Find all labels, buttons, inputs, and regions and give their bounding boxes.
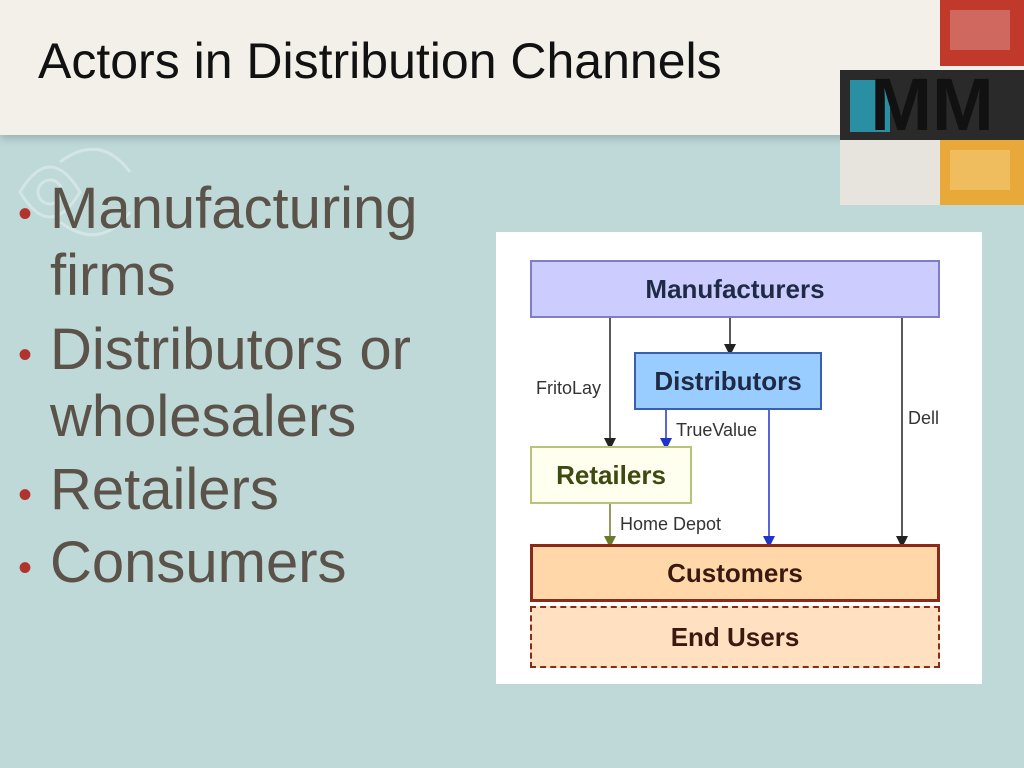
fritolay-label: FritoLay [536, 378, 602, 398]
truevalue-label: TrueValue [676, 420, 758, 440]
bullet-item: • Manufacturing firms [14, 175, 484, 310]
home-depot-label: Home Depot [620, 514, 722, 534]
end-users-box: End Users [530, 606, 940, 668]
customers-box: Customers [530, 544, 940, 602]
bullet-icon: • [18, 546, 33, 591]
manufacturers-box: Manufacturers [530, 260, 940, 318]
bullet-item: • Retailers [14, 456, 484, 523]
bullet-list: • Manufacturing firms • Distributors or … [14, 175, 484, 603]
distribution-diagram: Manufacturers Distributors Retailers Cus… [496, 232, 982, 684]
mm-logo: MM [840, 0, 1024, 205]
logo-text: MM [870, 63, 993, 146]
diagram-connectors [604, 318, 908, 548]
bullet-icon: • [18, 473, 33, 518]
bullet-text: Distributors or wholesalers [50, 316, 411, 449]
bullet-text: Retailers [50, 457, 279, 523]
dell-label: Dell [908, 408, 940, 428]
distributors-label: Distributors [654, 365, 802, 396]
end-users-label: End Users [670, 621, 800, 652]
bullet-text: Manufacturing firms [50, 176, 418, 309]
bullet-text: Consumers [50, 530, 347, 596]
manufacturers-label: Manufacturers [645, 273, 825, 304]
bullet-item: • Distributors or wholesalers [14, 316, 484, 451]
slide-title: Actors in Distribution Channels [38, 33, 722, 89]
bullet-icon: • [18, 332, 33, 377]
customers-label: Customers [667, 557, 803, 588]
decorative-ornament [18, 147, 132, 237]
bullet-item: • Consumers [14, 529, 484, 596]
bullet-icon: • [18, 192, 33, 236]
retailers-box: Retailers [530, 446, 692, 504]
retailers-label: Retailers [556, 459, 666, 490]
distributors-box: Distributors [634, 352, 822, 410]
